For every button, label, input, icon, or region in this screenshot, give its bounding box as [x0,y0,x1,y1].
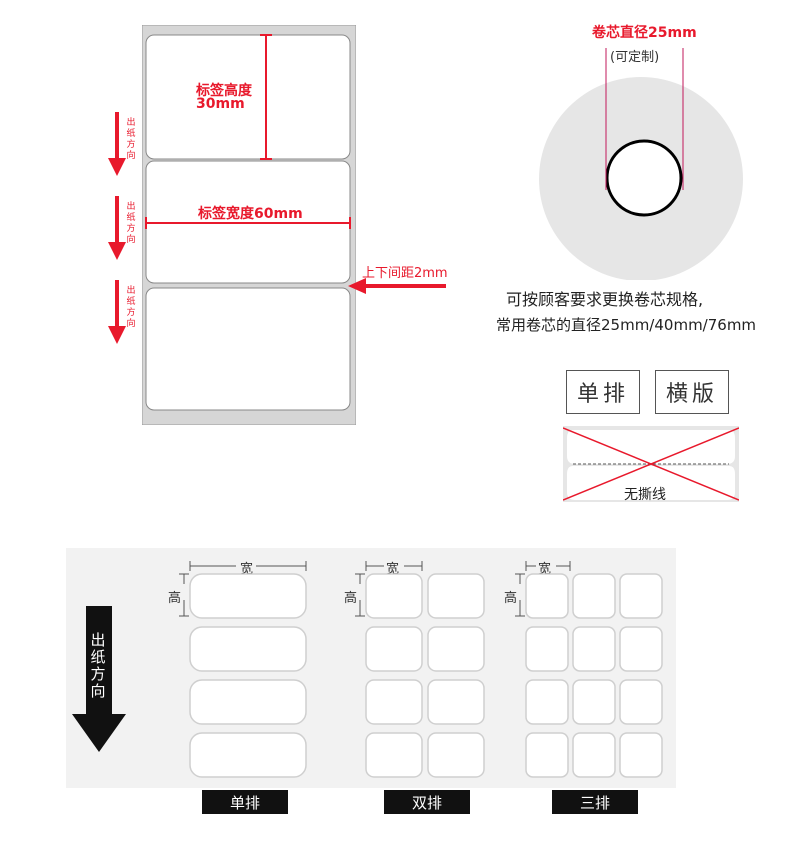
no-tear-label: 无撕线 [624,487,666,503]
height-value: 30mm [196,96,245,112]
feed-text-3: 出纸方向 [126,286,136,329]
core-note-2: 常用卷芯的直径25mm/40mm/76mm [496,316,757,334]
core-note-1: 可按顾客要求更换卷芯规格, [506,290,704,309]
gap-label: 上下间距2mm [362,266,448,281]
label-sheet-diagram [141,24,357,426]
feed-arrow-2 [106,196,130,266]
no-tear-diagram [563,426,739,502]
caption-single: 单排 [202,790,288,814]
label-sheet-svg [141,24,357,426]
label-3 [145,287,351,411]
feed-text-2: 出纸方向 [126,202,136,245]
core-title: 卷芯直径25mm [592,25,697,41]
label-1 [145,34,351,160]
paper-direction-text: 出纸方向 [90,631,106,700]
caption-triple: 三排 [552,790,638,814]
gap-arrow [348,278,446,294]
feed-arrow-1 [106,112,130,182]
feed-text-1: 出纸方向 [126,118,136,161]
width-label: 标签宽度60mm [198,206,303,222]
height-dim-3: 高 [504,591,518,606]
tag-single-row: 单排 [566,370,640,414]
height-label: 标签高度 [196,83,252,99]
roll-core-diagram [539,48,743,280]
core-subtitle: (可定制) [610,50,660,65]
height-dim-2: 高 [344,591,358,606]
label-layouts [179,561,663,778]
height-dim-1: 高 [168,591,182,606]
paper-direction-arrow [72,606,126,752]
feed-arrow-3 [106,280,130,350]
tag-horizontal: 横版 [655,370,729,414]
caption-double: 双排 [384,790,470,814]
